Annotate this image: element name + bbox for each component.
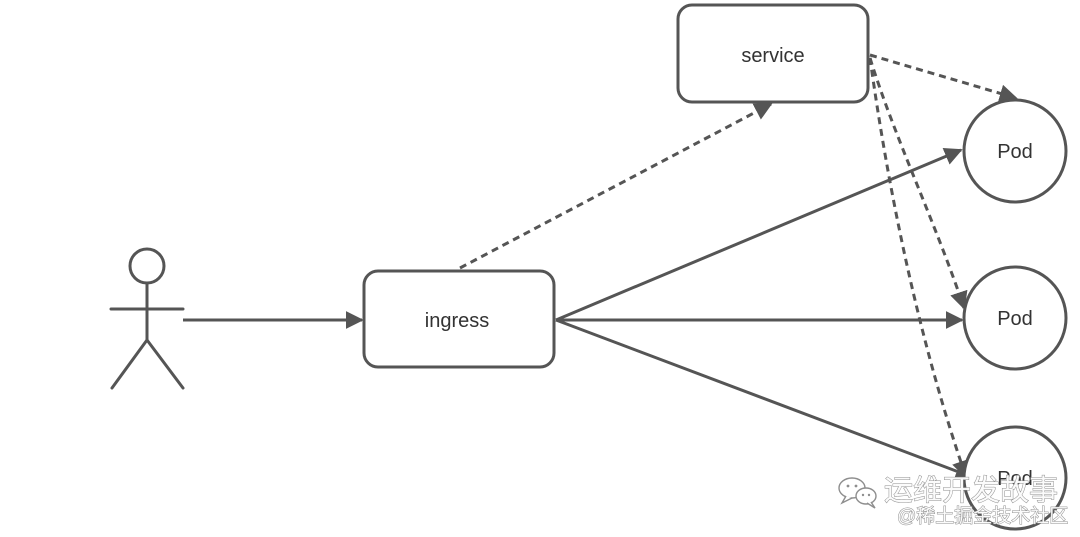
wechat-eye-1 [846,484,850,488]
pod-node-1: Pod [962,98,1068,204]
actor-head [128,247,166,285]
pod-node-3: Pod [962,425,1068,531]
watermark-title: 运维开发故事 [884,474,1058,507]
pod-node-2: Pod [962,265,1068,371]
ingress-label: ingress [425,310,489,332]
actor-left-leg [110,338,149,390]
edge-service-to-pod-2 [868,57,968,310]
watermark: 运维开发故事 @稀土掘金技术社区 [838,474,1069,528]
wechat-eye-4 [867,493,871,497]
pod-label-3: Pod [997,468,1033,490]
wechat-eye-3 [861,493,865,497]
pod-label-1: Pod [997,141,1033,163]
pod-circle-2 [962,265,1068,371]
pod-label-2: Pod [997,308,1033,330]
service-node: service [676,3,870,104]
wechat-bubble-large-tail [840,495,853,505]
edge-service-to-pod-1 [869,53,1018,103]
wechat-eye-2 [854,484,858,488]
edges [183,53,1018,480]
edge-ingress-to-pod-1 [555,147,963,322]
watermark-subtitle: @稀土掘金技术社区 [897,505,1068,527]
wechat-bubble-small-tail [866,501,876,509]
edge-service-to-pod-3 [868,57,970,479]
ingress-node: ingress [362,269,556,369]
wechat-bubble-small [855,487,877,505]
pod-circle-1 [962,98,1068,204]
wechat-icon [838,477,877,509]
edge-ingress-to-service [459,102,773,270]
user-actor-icon [109,247,185,390]
edge-ingress-to-pod-3 [555,318,974,480]
ingress-box [362,269,556,369]
service-box [676,3,870,104]
pod-circle-3 [962,425,1068,531]
service-label: service [741,45,804,67]
actor-right-leg [145,338,185,390]
